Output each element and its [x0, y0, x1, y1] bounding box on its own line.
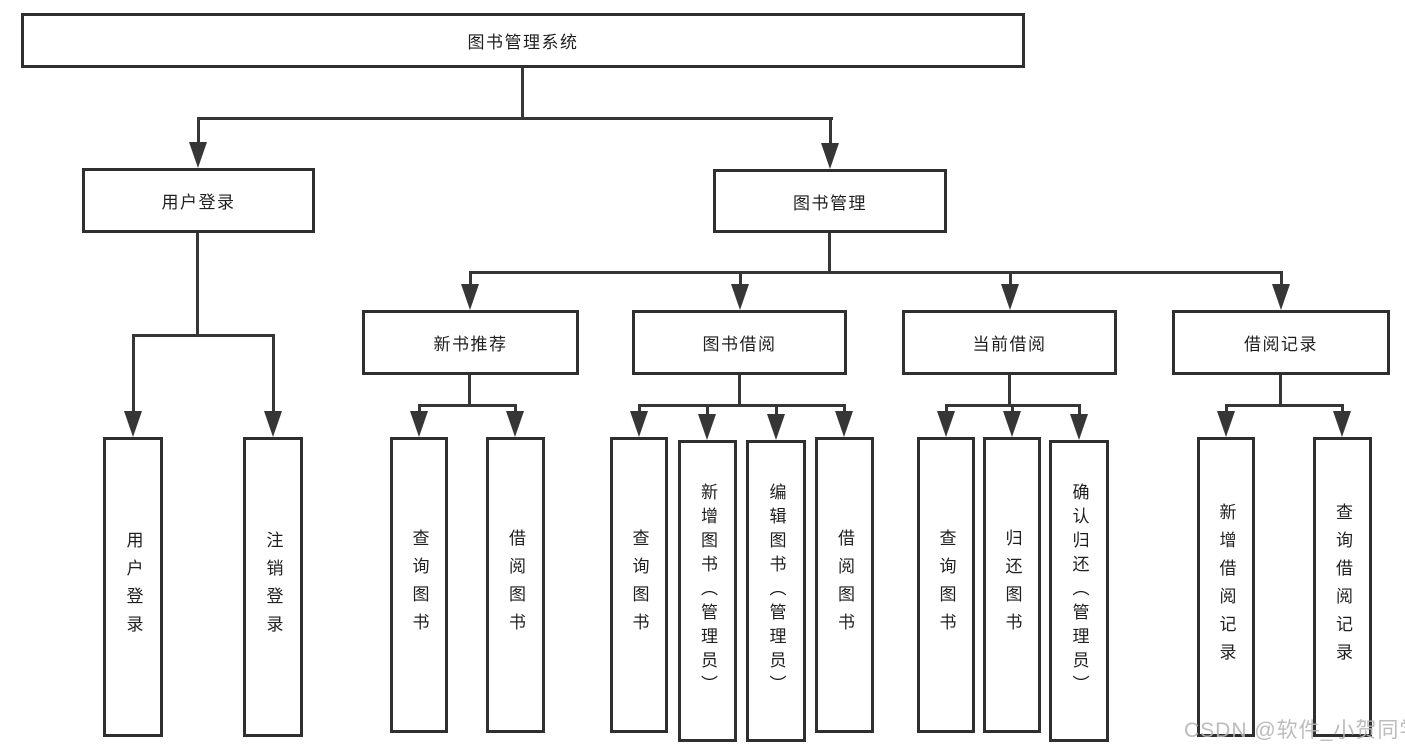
connector-line: [1008, 271, 1012, 288]
node-label: 新书推荐: [433, 335, 508, 354]
connector-line: [738, 373, 741, 407]
node-label: 当前借阅: [972, 335, 1047, 354]
node-label: 查询图书: [409, 529, 429, 641]
node-recs-query-record: 查询借阅记录: [1313, 437, 1372, 737]
connector-line: [521, 66, 524, 120]
node-rec-borrow-books: 借阅图书: [486, 437, 545, 733]
connector-line: [1279, 373, 1282, 407]
node-root: 图书管理系统: [21, 13, 1025, 68]
node-user-login: 用户登录: [82, 168, 315, 233]
connector-line: [197, 117, 833, 120]
connector-line: [1279, 271, 1283, 288]
node-label: 注销登录: [263, 531, 283, 643]
node-login: 用户登录: [103, 437, 163, 737]
node-label: 查询借阅记录: [1333, 503, 1352, 671]
arrow-down-icon: [821, 143, 839, 169]
node-bor-add-books-admin: 新增图书（管理员）: [678, 440, 737, 742]
arrow-down-icon: [264, 411, 282, 437]
connector-line: [132, 334, 275, 337]
node-label: 图书管理: [793, 193, 867, 213]
node-label: 新增借阅记录: [1216, 503, 1236, 671]
arrow-down-icon: [937, 411, 955, 437]
connector-line: [944, 404, 948, 415]
node-label: 借阅记录: [1244, 335, 1318, 354]
node-cur-query-books: 查询图书: [917, 437, 975, 733]
connector-line: [638, 404, 846, 407]
arrow-down-icon: [1217, 411, 1235, 437]
connector-line: [1340, 404, 1344, 415]
arrow-down-icon: [506, 411, 524, 437]
node-label: 新增图书（管理员）: [698, 483, 717, 699]
connector-line: [468, 373, 471, 407]
arrow-down-icon: [189, 142, 207, 168]
arrow-down-icon: [698, 414, 716, 440]
node-bor-borrow-books: 借阅图书: [815, 437, 874, 733]
node-borrow-records: 借阅记录: [1172, 310, 1390, 375]
arrow-down-icon: [1333, 411, 1351, 437]
node-label: 查询图书: [936, 529, 956, 641]
arrow-down-icon: [1070, 414, 1088, 440]
node-label: 借阅图书: [835, 529, 854, 641]
arrow-down-icon: [835, 411, 853, 437]
connector-line: [828, 117, 832, 147]
arrow-down-icon: [731, 284, 749, 310]
connector-line: [418, 404, 517, 407]
connector-line: [468, 271, 472, 288]
connector-line: [842, 404, 846, 415]
node-label: 确认归还（管理员）: [1069, 483, 1089, 699]
connector-line: [738, 271, 742, 288]
connector-line: [1225, 404, 1344, 407]
arrow-down-icon: [1001, 284, 1019, 310]
node-cur-confirm-return-admin: 确认归还（管理员）: [1049, 440, 1109, 742]
node-label: 图书借阅: [702, 335, 777, 354]
arrow-down-icon: [1272, 284, 1290, 310]
arrow-down-icon: [124, 411, 142, 437]
connector-line: [417, 404, 421, 415]
node-book-borrow: 图书借阅: [632, 310, 847, 375]
node-label: 借阅图书: [506, 529, 525, 641]
connector-line: [828, 231, 831, 274]
connector-line: [637, 404, 641, 415]
connector-line: [1010, 404, 1014, 415]
node-current-borrow: 当前借阅: [902, 310, 1117, 375]
node-label: 查询图书: [629, 529, 649, 641]
connector-line: [1077, 404, 1081, 418]
node-logout: 注销登录: [243, 437, 303, 737]
connector-line: [469, 271, 1283, 274]
arrow-down-icon: [630, 411, 648, 437]
connector-line: [1224, 404, 1228, 415]
connector-line: [196, 231, 199, 337]
node-label: 用户登录: [161, 193, 236, 212]
arrow-down-icon: [767, 414, 785, 440]
connector-line: [513, 404, 517, 415]
node-label: 编辑图书（管理员）: [766, 483, 786, 699]
arrow-down-icon: [1003, 411, 1021, 437]
connector-line: [271, 334, 275, 415]
connector-line: [705, 404, 709, 418]
connector-line: [1008, 373, 1011, 407]
node-cur-return-books: 归还图书: [983, 437, 1041, 733]
arrow-down-icon: [461, 284, 479, 310]
node-label: 用户登录: [123, 531, 143, 643]
node-label: 图书管理系统: [467, 33, 579, 52]
node-bor-query-books: 查询图书: [610, 437, 668, 733]
arrow-down-icon: [410, 411, 428, 437]
node-recs-add-record: 新增借阅记录: [1197, 437, 1255, 737]
connector-line: [774, 404, 778, 418]
node-rec-query-books: 查询图书: [390, 437, 448, 733]
node-book-mgmt: 图书管理: [713, 169, 947, 233]
node-label: 归还图书: [1002, 529, 1022, 641]
connector-line: [131, 334, 135, 415]
connector-line: [196, 117, 200, 146]
csdn-watermark: CSDN @软件_小贺同学: [1184, 719, 1405, 742]
node-new-book-rec: 新书推荐: [362, 310, 579, 375]
node-bor-edit-books-admin: 编辑图书（管理员）: [746, 440, 806, 742]
